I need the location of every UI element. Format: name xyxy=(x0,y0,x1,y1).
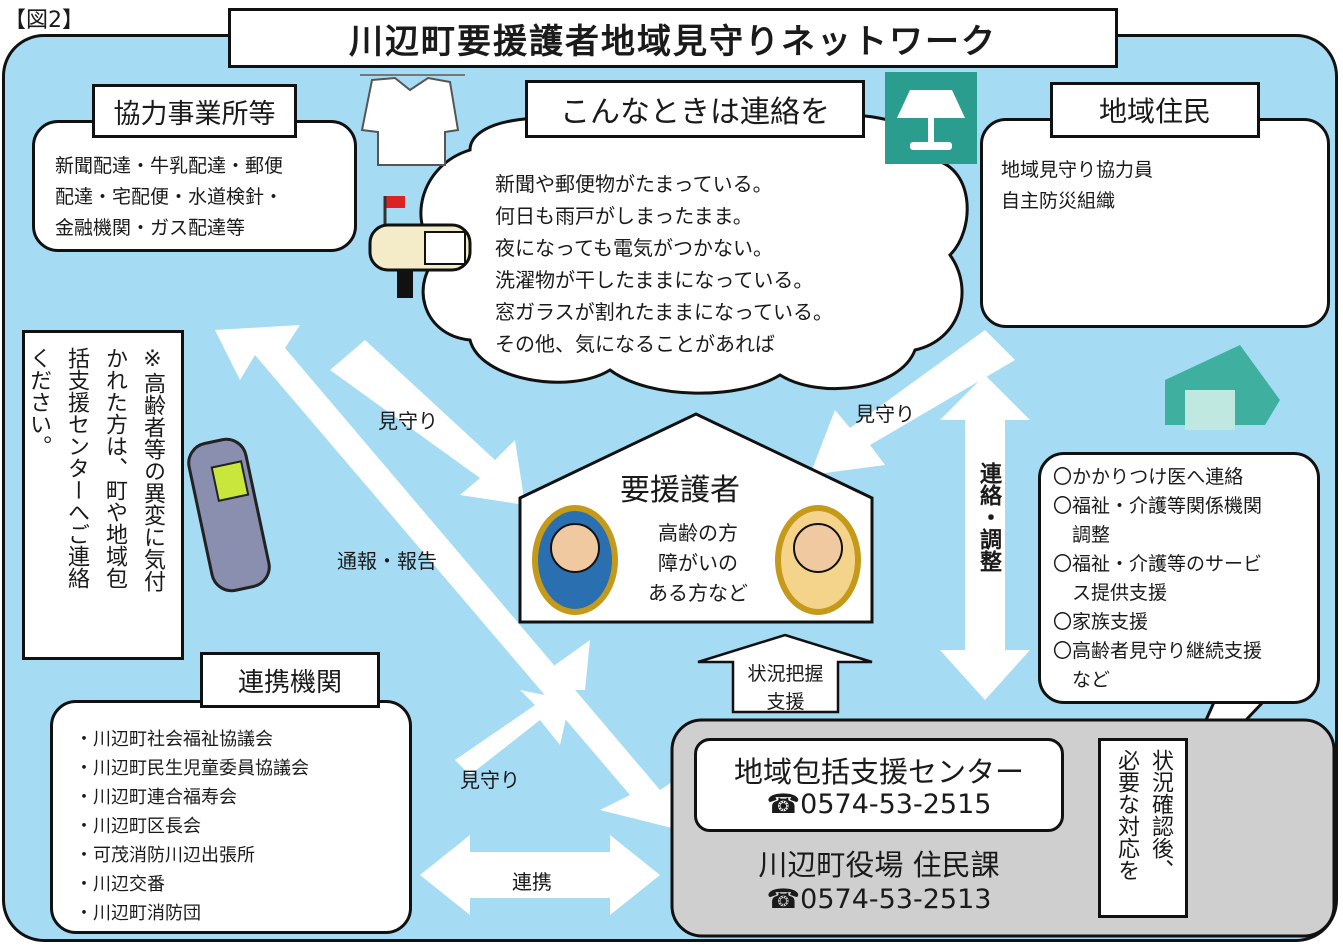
residents-line: 自主防災組織 xyxy=(1001,190,1116,212)
watch-left-label: 見守り xyxy=(378,409,438,433)
contact-when-list: 新聞や郵便物がたまっている。 何日も雨戸がしまったまま。 夜になっても電気がつか… xyxy=(495,168,833,360)
contact-adjust-label: 連絡・調整 xyxy=(976,462,1001,572)
watch-right-label: 見守り xyxy=(855,402,915,426)
service-line: など xyxy=(1053,669,1111,691)
partner-item: ・川辺町民生児童委員協議会 xyxy=(75,758,309,779)
contact-item: 洗濯物が干したままになっている。 xyxy=(495,268,814,292)
house-title: 要援護者 xyxy=(620,473,740,508)
building-icon xyxy=(1165,345,1280,430)
partner-item: ・川辺町消防団 xyxy=(75,903,201,924)
partner-item: ・川辺町連合福寿会 xyxy=(75,787,237,808)
watch-right-arrow xyxy=(810,330,1015,475)
center-note-line: 必要な対応を xyxy=(1114,749,1139,881)
mobile-phone-icon xyxy=(187,437,271,593)
page-title: 川辺町要援護者地域見守りネットワーク xyxy=(228,8,1118,68)
service-line: ス提供支援 xyxy=(1053,582,1168,604)
figure-label: 【図2】 xyxy=(4,8,84,33)
lamp-icon xyxy=(885,72,977,164)
residents-heading: 地域住民 xyxy=(1050,82,1260,138)
residents-line: 地域見守り協力員 xyxy=(1001,159,1154,181)
contact-item: 何日も雨戸がしまったまま。 xyxy=(495,204,753,228)
status-support-line: 支援 xyxy=(766,691,805,713)
note-line: ください。 xyxy=(26,347,51,457)
cooperating-box: 新聞配達・牛乳配達・郵便 配達・宅配便・水道検針・ 金融機関・ガス配達等 xyxy=(32,120,357,252)
note-line: 括支援センターへご連絡 xyxy=(64,347,89,589)
watch-left-arrow xyxy=(330,340,525,505)
office-phone: ☎0574-53-2513 xyxy=(766,884,992,915)
service-line: 〇高齢者見守り継続支援 xyxy=(1053,640,1263,662)
to-house-arrow xyxy=(540,640,590,690)
elderly-man-portrait xyxy=(532,505,618,615)
center-name-box: 地域包括支援センター ☎0574-53-2515 xyxy=(694,738,1064,832)
center-note: 状況確認後、 必要な対応を xyxy=(1109,749,1177,914)
service-line: 〇家族支援 xyxy=(1053,611,1149,633)
cooperating-line: 金融機関・ガス配達等 xyxy=(55,217,246,239)
status-support-line: 状況把握 xyxy=(747,663,824,685)
cooperating-line: 配達・宅配便・水道検針・ xyxy=(55,186,284,208)
status-support-arrow xyxy=(697,633,873,714)
cooperation-label: 連携 xyxy=(512,870,552,894)
cooperating-heading: 協力事業所等 xyxy=(92,84,297,138)
note-text: ※高齢者等の異変に気付 かれた方は、町や地域包 括支援センターへご連絡 ください… xyxy=(19,347,171,647)
house-line: ある方など xyxy=(648,581,748,605)
residents-box: 地域見守り協力員 自主防災組織 xyxy=(980,118,1330,328)
mailbox-icon xyxy=(368,196,472,298)
service-line: 〇福祉・介護等関係機関 xyxy=(1053,495,1263,517)
note-line: かれた方は、町や地域包 xyxy=(102,347,127,589)
service-line: 調整 xyxy=(1053,524,1111,546)
partner-item: ・川辺町区長会 xyxy=(75,816,201,837)
house-line: 障がいの xyxy=(658,551,738,575)
center-note-line: 状況確認後、 xyxy=(1148,749,1173,881)
partners-box: ・川辺町社会福祉協議会 ・川辺町民生児童委員協議会 ・川辺町連合福寿会 ・川辺町… xyxy=(50,700,412,934)
cooperating-line: 新聞配達・牛乳配達・郵便 xyxy=(55,155,284,177)
center-name: 地域包括支援センター xyxy=(733,755,1024,789)
partner-item: ・可茂消防川辺出張所 xyxy=(75,845,255,866)
center-note-box: 状況確認後、 必要な対応を xyxy=(1098,738,1188,918)
contact-when-heading: こんなときは連絡を xyxy=(525,80,865,138)
partner-item: ・川辺交番 xyxy=(75,874,165,895)
report-label: 通報・報告 xyxy=(337,549,437,573)
watch-bottom-arrow xyxy=(455,690,570,775)
status-support-label: 状況把握 支援 xyxy=(733,660,838,716)
contact-item: 窓ガラスが割れたままになっている。 xyxy=(495,300,833,324)
office-name: 川辺町役場 住民課 xyxy=(758,848,1000,882)
note-line: ※高齢者等の異変に気付 xyxy=(140,347,165,592)
partner-item: ・川辺町社会福祉協議会 xyxy=(75,729,273,750)
partners-heading: 連携機関 xyxy=(200,652,380,708)
services-box: 〇かかりつけ医へ連絡 〇福祉・介護等関係機関 調整 〇福祉・介護等のサービ ス提… xyxy=(1038,452,1320,704)
contact-item: 新聞や郵便物がたまっている。 xyxy=(495,172,773,196)
elderly-woman-portrait xyxy=(775,505,861,615)
report-arrow xyxy=(215,325,690,830)
note-box: ※高齢者等の異変に気付 かれた方は、町や地域包 括支援センターへご連絡 ください… xyxy=(22,330,184,660)
cooperation-arrow xyxy=(420,835,660,915)
house-desc: 高齢の方 障がいの ある方など xyxy=(628,518,768,608)
contact-item: 夜になっても電気がつかない。 xyxy=(495,236,773,260)
laundry-icon xyxy=(360,74,465,166)
center-phone: ☎0574-53-2515 xyxy=(766,789,992,820)
contact-item: その他、気になることがあれば xyxy=(495,332,775,356)
contact-adjust-arrow xyxy=(940,375,1030,700)
service-line: 〇福祉・介護等のサービ xyxy=(1053,553,1263,575)
house-line: 高齢の方 xyxy=(658,521,738,545)
watch-bottom-label: 見守り xyxy=(460,768,520,792)
service-line: 〇かかりつけ医へ連絡 xyxy=(1053,466,1244,488)
